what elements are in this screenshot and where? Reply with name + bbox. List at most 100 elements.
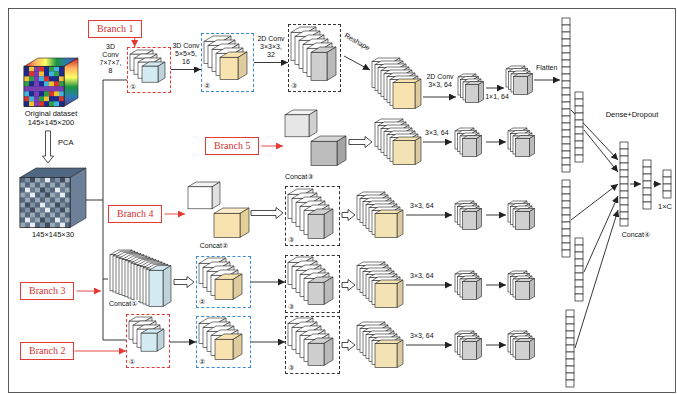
pca-cube [45, 223, 50, 228]
feature-cubes [215, 279, 233, 299]
vector-bars [562, 250, 570, 257]
flow-arrow-art [486, 285, 506, 286]
pca-cube [35, 213, 40, 218]
layer-label: Reshape [342, 31, 372, 53]
pca-cube [35, 203, 40, 208]
vector-bars [562, 81, 570, 88]
vector-bars [575, 120, 583, 127]
hsi-cube [44, 71, 49, 76]
vector-bars [562, 116, 570, 123]
hsi-cube [24, 66, 64, 106]
vector-bars [566, 352, 574, 359]
vector-bars [566, 338, 574, 345]
hsi-cube [34, 71, 39, 76]
stage-box: ① [126, 314, 170, 368]
pca-cube [35, 193, 40, 198]
hsi-cube [29, 101, 34, 106]
hsi-cube [59, 76, 64, 81]
stage-box: ① [127, 47, 171, 93]
hsi-cube [49, 81, 54, 86]
hsi-cube [29, 96, 34, 101]
vector-bars [575, 155, 583, 162]
feature-maps [375, 214, 397, 238]
trunk-wire [103, 80, 127, 81]
layer-label: 3×3, 64 [424, 129, 450, 137]
hsi-cube [44, 81, 49, 86]
pca-cube [65, 178, 70, 183]
pca-cube [45, 203, 50, 208]
pca-cube [30, 223, 35, 228]
vector-bars [643, 195, 651, 202]
feature-cubes [311, 52, 327, 80]
vector-bars [562, 74, 570, 81]
feature-cubes [308, 343, 324, 365]
feature-maps [466, 85, 479, 103]
flow-arrow-art [486, 215, 506, 216]
conv-label: 3D Conv 5×5×5, 16 [171, 42, 201, 66]
vector-bars [562, 18, 570, 25]
pca-cube [45, 193, 50, 198]
branch-label: Branch 1 [97, 23, 133, 35]
feature-maps [514, 77, 528, 95]
hsi-cube [34, 86, 39, 91]
pca-cube [55, 183, 60, 188]
pca-cube [25, 203, 30, 208]
vector-bars [575, 287, 583, 294]
hsi-cube [24, 66, 29, 71]
hsi-cube [49, 86, 54, 91]
pca-cube [60, 218, 65, 223]
vector-bars [620, 184, 628, 191]
branch-arrow [76, 146, 283, 291]
hsi-cube [59, 71, 64, 76]
feature-maps [530, 209, 535, 230]
vector-bars [566, 310, 574, 317]
vector-bars [620, 163, 628, 170]
stage-box: ③ [285, 186, 340, 246]
stage-number: ③ [288, 303, 294, 311]
flow-arrow-art [486, 88, 504, 89]
feature-cubes [220, 57, 238, 79]
vector-bars [562, 151, 570, 158]
hsi-cube [44, 76, 49, 81]
vector-bars [562, 201, 570, 208]
feature-maps [479, 82, 484, 103]
pca-cube [20, 203, 25, 208]
flow-arrow-art [534, 80, 560, 81]
pca-cube [60, 213, 65, 218]
pca-cube [50, 178, 55, 183]
feature-maps [516, 342, 530, 360]
hsi-cube [59, 86, 64, 91]
pca-cube [55, 223, 60, 228]
flow-arrow-art [584, 196, 618, 272]
feature-maps [516, 212, 530, 230]
vector-bars [562, 32, 570, 39]
stage-number: ① [129, 358, 135, 366]
pca-cube [50, 183, 55, 188]
feature-maps [477, 209, 482, 230]
hsi-cube [44, 91, 49, 96]
concat-cubes [337, 136, 346, 165]
pca-cube [30, 203, 35, 208]
pca-cube [65, 183, 70, 188]
feature-maps [397, 210, 403, 238]
hsi-cube [54, 76, 59, 81]
flow-arrow [134, 38, 135, 47]
flow-arrow [254, 62, 288, 63]
stage-number: ② [204, 82, 210, 90]
flow-arrow-art [575, 210, 618, 348]
pca-cube [55, 208, 60, 213]
hsi-cube [39, 101, 44, 106]
layer-label: Original dataset [24, 110, 79, 119]
flow-arrow-art [584, 130, 618, 172]
vector-bars [620, 205, 628, 212]
vector-bars [562, 180, 570, 187]
stage-number: ③ [288, 364, 294, 372]
concat-cubes [110, 110, 346, 306]
branch-box: Branch 3 [20, 282, 74, 300]
vector-bars [562, 222, 570, 229]
pca-cube [20, 168, 86, 228]
hsi-cube [54, 101, 59, 106]
pca-cube [25, 188, 30, 193]
branch-box: Branch 4 [108, 205, 162, 223]
hsi-cube [24, 81, 29, 86]
